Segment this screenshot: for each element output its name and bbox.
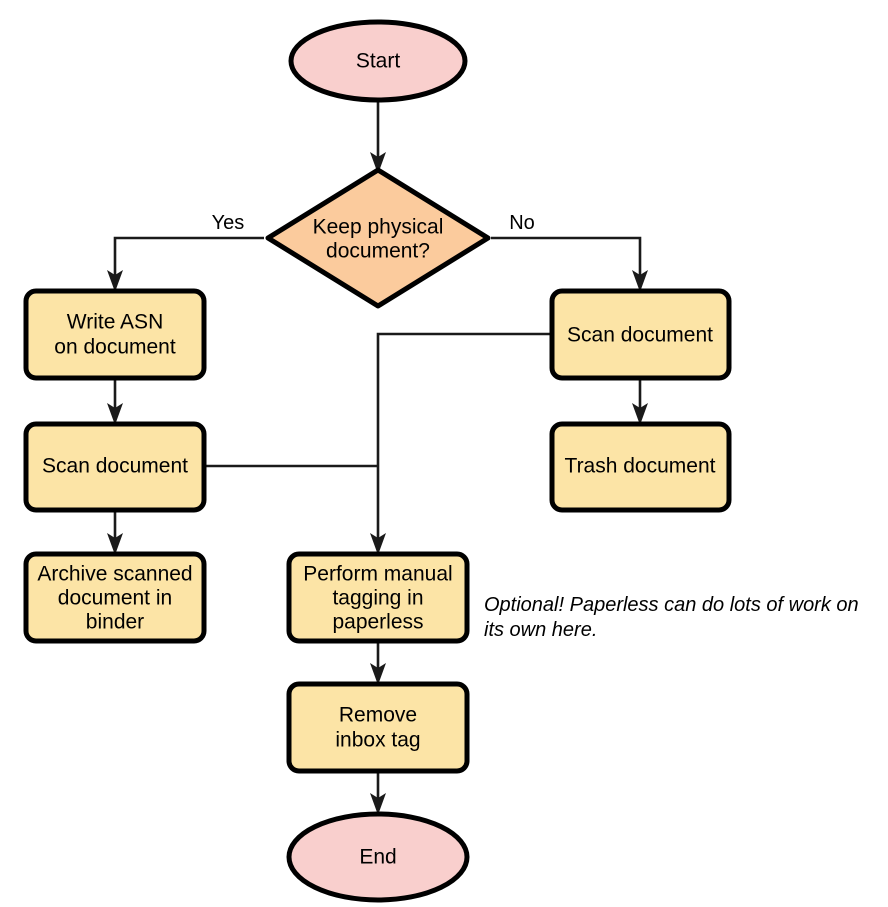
arrowhead [632, 270, 648, 292]
start-label: Start [356, 50, 401, 73]
note-optional-paperless: Optional! Paperless can do lots of work … [484, 594, 859, 641]
decision-label-line1: Keep physical [313, 216, 444, 239]
archive-label-line2: document in [58, 587, 172, 610]
archive-label-line3: binder [86, 611, 144, 634]
remove-inbox-label-line1: Remove [339, 704, 417, 727]
remove-inbox-label-line2: inbox tag [335, 729, 420, 752]
arrowhead [107, 270, 123, 292]
arrowhead [632, 403, 648, 425]
node-decision-keep-physical-document[interactable]: Keep physical document? [265, 167, 491, 309]
note-line-2: its own here. [484, 619, 597, 641]
edge-decision-no-to-scan-right [491, 236, 648, 292]
edge-line [376, 332, 552, 541]
node-write-asn[interactable]: Write ASN on document [23, 288, 207, 381]
edge-tagging-to-remove-inbox [370, 641, 386, 685]
edge-scan-right-to-tagging [370, 332, 552, 555]
tagging-box[interactable] [286, 551, 470, 644]
start-ellipse[interactable] [288, 19, 468, 103]
arrowhead [370, 663, 386, 685]
node-scan-document-right[interactable]: Scan document [549, 288, 732, 381]
edge-line [113, 236, 264, 278]
archive-box[interactable] [23, 551, 207, 644]
arrowhead [370, 533, 386, 555]
edge-scan-right-to-trash [632, 378, 648, 425]
note-line-1: Optional! Paperless can do lots of work … [484, 594, 859, 616]
scan-right-box[interactable] [549, 288, 732, 381]
arrowhead [107, 403, 123, 425]
arrowhead [370, 793, 386, 815]
tagging-label-line2: tagging in [332, 587, 423, 610]
trash-label: Trash document [565, 455, 716, 478]
node-end[interactable]: End [286, 811, 470, 903]
edge-decision-yes-to-write-asn [107, 236, 264, 292]
node-archive-scanned-document[interactable]: Archive scanned document in binder [23, 551, 207, 644]
end-label: End [359, 846, 396, 869]
write-asn-label-line1: Write ASN [67, 311, 163, 334]
remove-inbox-box[interactable] [286, 681, 470, 774]
arrowhead [107, 533, 123, 555]
edge-label-no: No [509, 212, 535, 234]
edge-line [491, 236, 642, 278]
node-trash-document[interactable]: Trash document [549, 421, 732, 513]
archive-label-line1: Archive scanned [37, 563, 192, 586]
end-ellipse[interactable] [286, 811, 470, 903]
write-asn-box[interactable] [23, 288, 207, 381]
decision-diamond[interactable] [265, 167, 491, 309]
node-scan-document-left[interactable]: Scan document [23, 421, 207, 513]
edge-start-to-decision [370, 101, 386, 174]
node-start[interactable]: Start [288, 19, 468, 103]
decision-label-line2: document? [326, 240, 430, 263]
write-asn-label-line2: on document [54, 336, 176, 359]
edge-remove-inbox-to-end [370, 771, 386, 815]
scan-left-box[interactable] [23, 421, 207, 513]
edge-label-yes: Yes [212, 212, 245, 234]
scan-right-label: Scan document [567, 324, 713, 347]
trash-box[interactable] [549, 421, 732, 513]
scan-left-label: Scan document [42, 455, 188, 478]
node-perform-manual-tagging[interactable]: Perform manual tagging in paperless [286, 551, 470, 644]
edge-write-asn-to-scan-left [107, 378, 123, 425]
arrowhead [370, 152, 386, 174]
node-remove-inbox-tag[interactable]: Remove inbox tag [286, 681, 470, 774]
tagging-label-line3: paperless [332, 611, 423, 634]
edge-scan-left-to-archive [107, 510, 123, 555]
tagging-label-line1: Perform manual [303, 563, 452, 586]
